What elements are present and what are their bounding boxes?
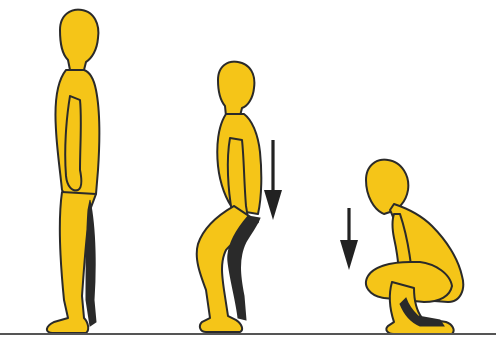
down-arrow-icon xyxy=(264,140,282,220)
down-arrow-icon xyxy=(340,208,358,270)
full-squat-figure xyxy=(366,160,463,334)
half-squat-figure xyxy=(197,62,262,332)
standing-figure xyxy=(47,10,99,333)
